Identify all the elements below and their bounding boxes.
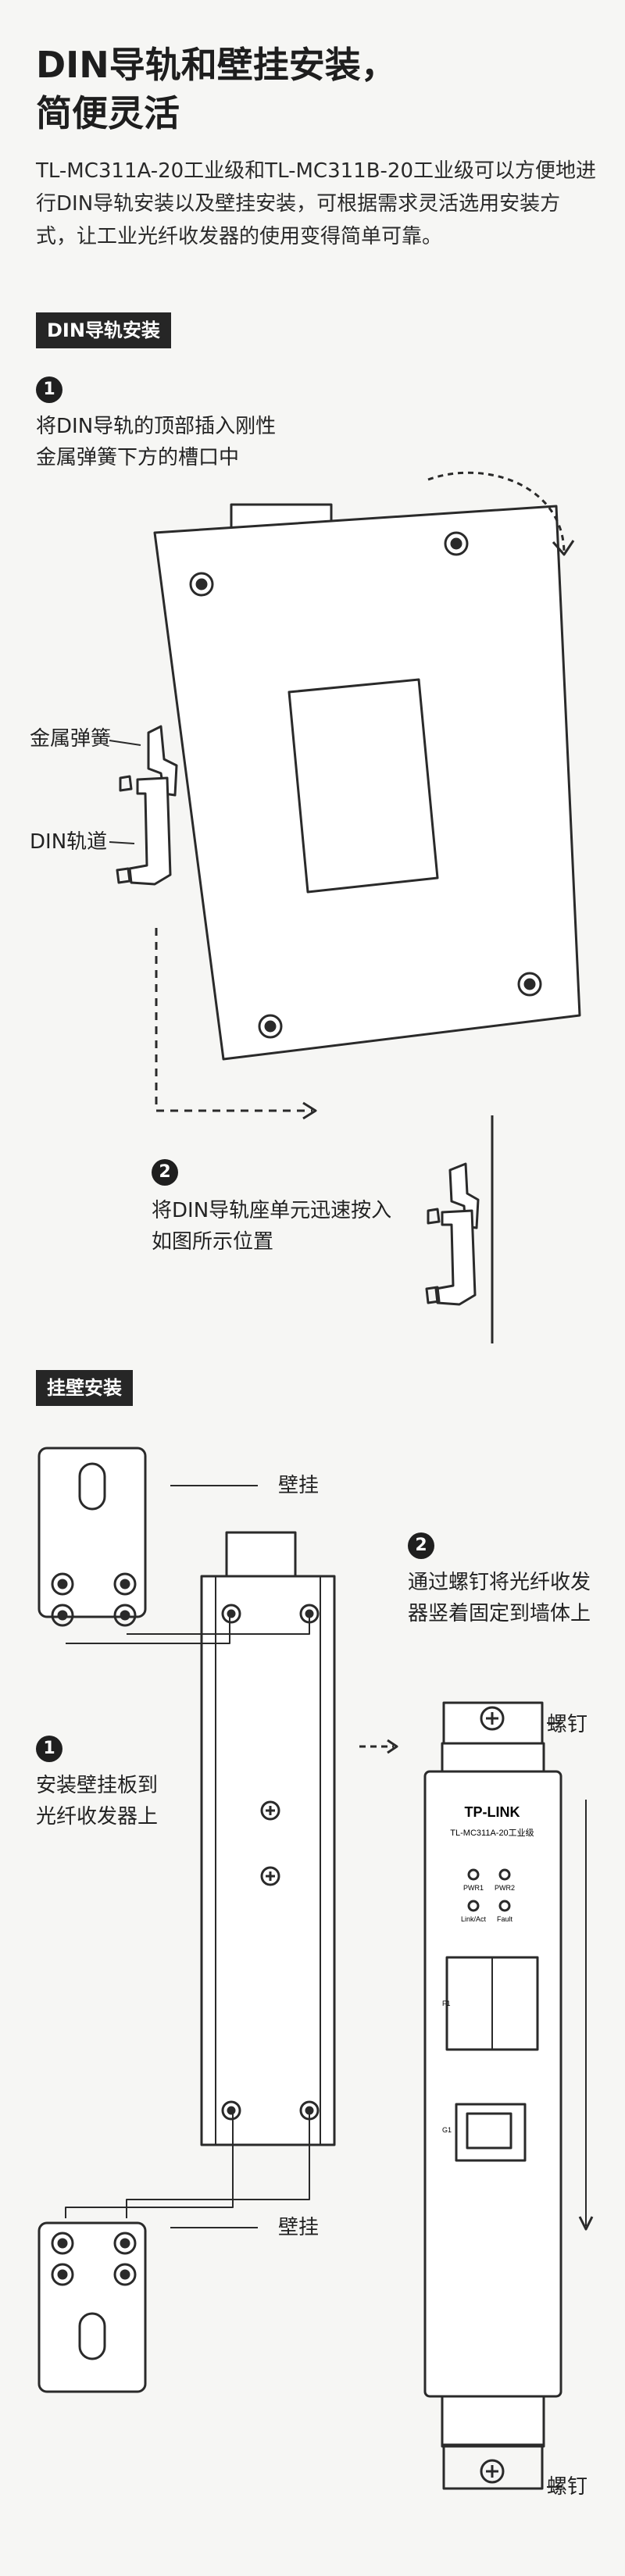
- screw-icon: [480, 1706, 505, 1731]
- keyhole-icon: [78, 1462, 106, 1511]
- metal-spring-icon: [147, 725, 178, 797]
- keyhole-icon: [78, 2312, 106, 2360]
- device-label-window: [288, 678, 439, 894]
- wall-step2-text: 通过螺钉将光纤收发器竖着固定到墙体上: [408, 1571, 591, 1625]
- wall-mount-diagram: TP-LINK TL-MC311A-20工业级 PWR1 PWR2 Link/A…: [38, 1447, 594, 2490]
- device-side-body: [200, 1575, 336, 2146]
- svg-text:PWR2: PWR2: [495, 1884, 515, 1892]
- device-top-tab: [225, 1531, 297, 1578]
- din-step1-text: 将DIN导轨的顶部插入刚性金属弹簧下方的槽口中: [36, 415, 277, 469]
- label-wall-mount-bottom: 壁挂: [278, 2216, 320, 2239]
- din-step1-badge: 1: [36, 376, 62, 403]
- svg-text:Fault: Fault: [497, 1915, 513, 1923]
- svg-text:PWR1: PWR1: [463, 1884, 484, 1892]
- screw-icon: [258, 1014, 283, 1039]
- motion-arrow: [155, 928, 312, 1112]
- rotation-arrow-icon: [427, 471, 566, 552]
- device-brand: TP-LINK: [465, 1804, 520, 1820]
- din-step2-text: 将DIN导轨座单元迅速按入如图所示位置: [152, 1199, 392, 1254]
- label-din-rail: DIN轨道: [30, 830, 108, 854]
- device-body: [153, 505, 581, 1061]
- wall-step2-badge: 2: [408, 1532, 434, 1559]
- device-model: TL-MC311A-20工业级: [450, 1828, 534, 1838]
- wall-section-label: 挂壁安装: [36, 1370, 133, 1406]
- din-rail-diagram: [109, 471, 581, 1343]
- svg-text:F1: F1: [442, 2000, 451, 2007]
- screw-icon: [517, 972, 542, 997]
- screw-icon: [189, 572, 214, 597]
- din-rail-icon: [128, 776, 172, 886]
- label-screw-top: 螺钉: [547, 1713, 588, 1736]
- wall-step1-badge: 1: [36, 1736, 62, 1762]
- title-line-1: DIN导轨和壁挂安装，: [36, 44, 397, 86]
- label-screw-bottom: 螺钉: [547, 2475, 588, 2499]
- screw-icon: [444, 531, 469, 556]
- svg-text:G1: G1: [442, 2126, 452, 2134]
- din-step2-badge: 2: [152, 1159, 178, 1186]
- din-section-label: DIN导轨安装: [36, 312, 171, 348]
- label-metal-spring: 金属弹簧: [30, 727, 112, 751]
- intro-paragraph: TL-MC311A-20工业级和TL-MC311B-20工业级可以方便地进行DI…: [36, 159, 596, 248]
- label-wall-mount-top: 壁挂: [278, 1474, 320, 1497]
- screw-icon: [480, 2459, 505, 2484]
- svg-text:Link/Act: Link/Act: [461, 1915, 487, 1923]
- title-line-2: 简便灵活: [36, 92, 180, 134]
- installed-rail-icon: [434, 1209, 477, 1306]
- wall-step1-text: 安装壁挂板到光纤收发器上: [36, 1774, 159, 1829]
- page-title: DIN导轨和壁挂安装， 简便灵活: [36, 41, 598, 137]
- device-front: [423, 1770, 562, 2398]
